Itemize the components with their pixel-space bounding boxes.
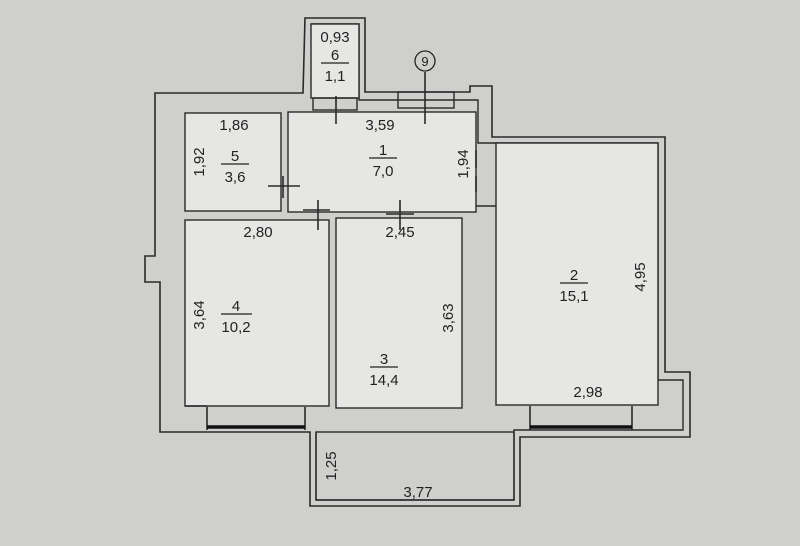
room-6-floor	[311, 24, 359, 98]
room-2-floor	[496, 143, 658, 405]
room-2-outline	[495, 142, 659, 406]
room-5-area: 3,6	[225, 169, 246, 186]
room-6-area: 1,1	[325, 68, 346, 85]
dim-room6-width: 0,93	[320, 29, 349, 46]
room-5-outline	[184, 112, 282, 212]
dim-balcony-width: 3,77	[403, 484, 432, 501]
dim-room4-width: 2,80	[243, 224, 272, 241]
axis-marker-circle	[414, 50, 436, 72]
room-3-number: 3	[380, 351, 388, 368]
top-window-strip	[397, 91, 455, 109]
room-6-number: 6	[331, 47, 339, 64]
room-4-floor	[185, 220, 329, 406]
outer-wall-outline	[144, 17, 691, 507]
dim-room5-width: 1,86	[219, 117, 248, 134]
room-2-area: 15,1	[559, 288, 588, 305]
room-3-outline	[335, 217, 463, 409]
dim-room5-height: 1,92	[191, 147, 208, 176]
room-3-area: 14,4	[369, 372, 398, 389]
room-5-number: 5	[231, 148, 239, 165]
dim-room2-width: 2,98	[573, 384, 602, 401]
axis-marker-label: 9	[421, 54, 428, 69]
room-6-notch	[312, 97, 358, 111]
room-4-number: 4	[232, 298, 240, 315]
dim-balcony-depth: 1,25	[323, 451, 340, 480]
door-marks	[268, 72, 496, 230]
dim-room3-width: 2,45	[385, 224, 414, 241]
balcony-outline	[315, 431, 515, 501]
room-4-area: 10,2	[221, 319, 250, 336]
dim-room4-height: 3,64	[191, 300, 208, 329]
dim-room1-height: 1,94	[455, 149, 472, 178]
room-4-outline	[184, 219, 330, 407]
room-1-floor	[288, 112, 476, 212]
dim-room3-height: 3,63	[440, 303, 457, 332]
room-1-number: 1	[379, 142, 387, 159]
room-1-area: 7,0	[373, 163, 394, 180]
room-2-number: 2	[570, 267, 578, 284]
dim-room1-width: 3,59	[365, 117, 394, 134]
dim-room2-height: 4,95	[632, 262, 649, 291]
room-5-floor	[185, 113, 281, 211]
room-3-floor	[336, 218, 462, 408]
